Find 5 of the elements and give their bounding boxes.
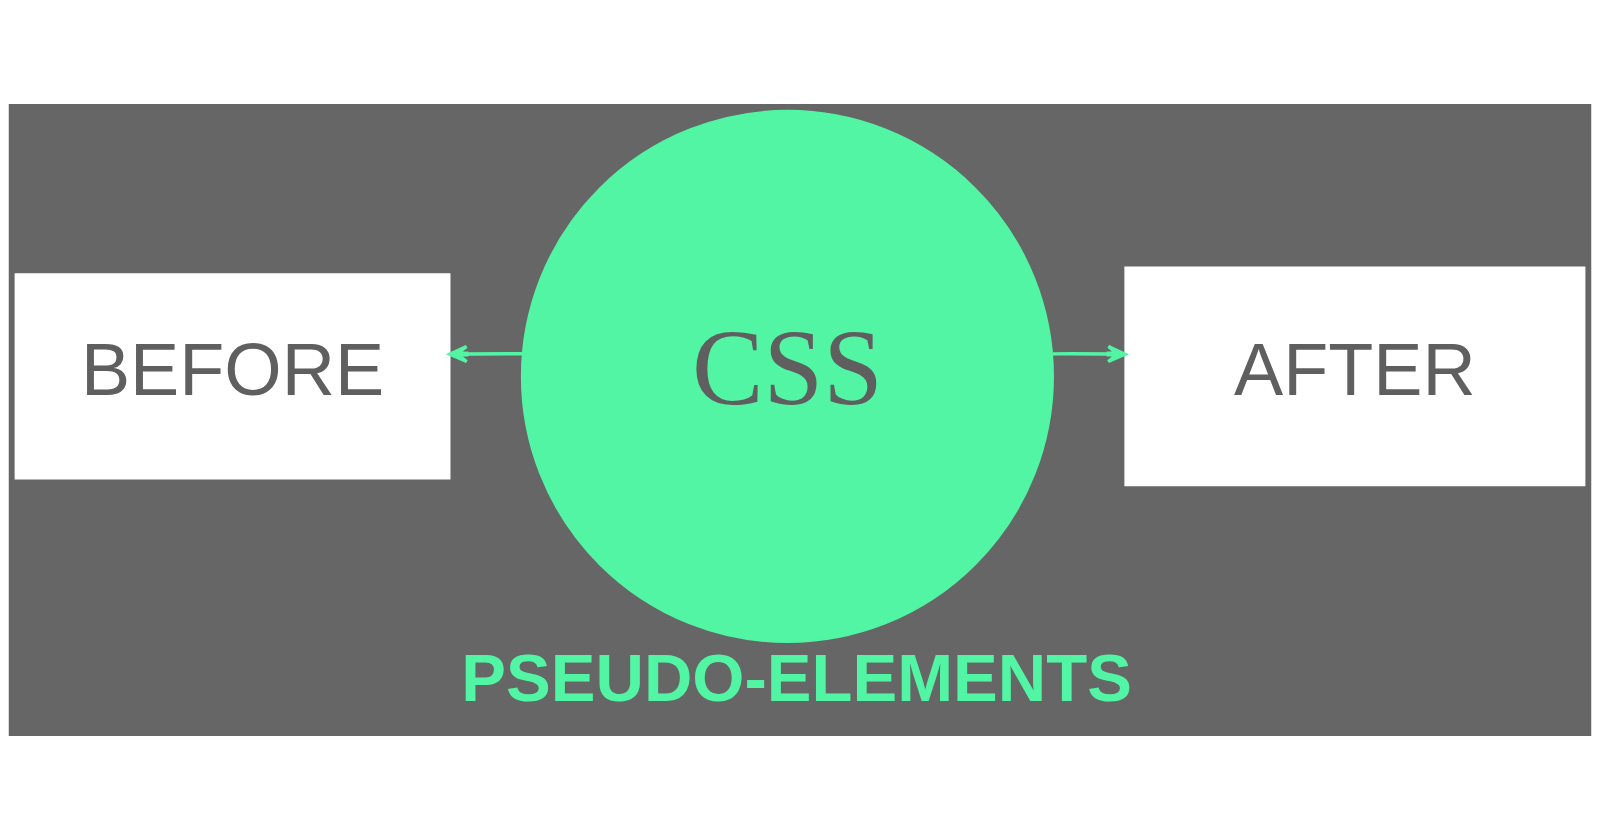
node-box: BEFORE [14,273,451,480]
node-circle: CSS [520,109,1054,643]
arrow [1052,344,1127,364]
arrow [448,344,523,364]
node-box: AFTER [1124,266,1586,487]
